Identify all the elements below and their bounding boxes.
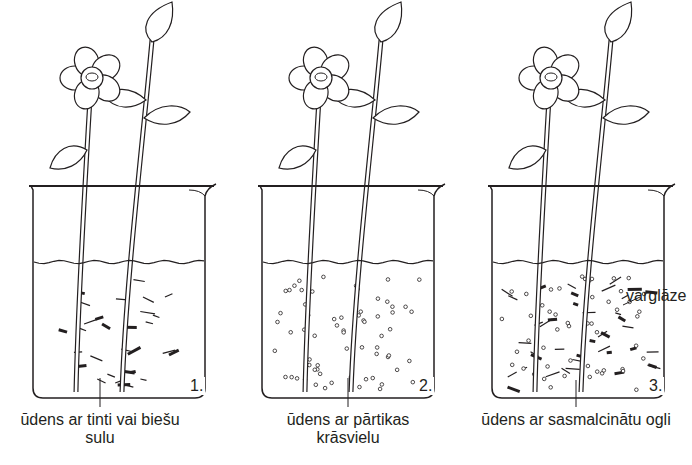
leaf [144,106,190,124]
callout-number: 1. [188,377,205,395]
beaker-set [258,2,445,398]
callout-number: 3. [647,377,664,395]
leaf [603,106,649,124]
leaf [509,146,546,169]
content-label: ūdens ar sasmalcinātu ogli [478,411,674,429]
stem [535,98,549,392]
water-surface [493,260,663,263]
leaf [373,106,419,124]
beaker-set [29,2,216,398]
leader-line [348,378,349,407]
leaf [375,2,402,42]
flower-head [60,44,125,112]
content-label: ūdens ar pārtikas krāsvielu [258,411,438,448]
stem [305,98,319,392]
leaf [50,146,87,169]
leaf [605,2,632,42]
leader-line [100,378,101,407]
beaker-set [488,2,675,398]
part-label: vārglāze [626,287,686,305]
water-surface [263,260,433,263]
content-label: ūdens ar tinti vai biešu sulu [10,411,190,448]
beaker [260,184,445,398]
flower-head [289,44,354,112]
water-surface [34,260,204,263]
leader-line [576,380,577,407]
beaker [31,184,216,398]
leaf [146,2,173,42]
particles [273,275,421,391]
flower-head [519,44,584,112]
stem [76,98,90,392]
callout-number: 2. [417,377,434,395]
leaf [279,146,316,169]
